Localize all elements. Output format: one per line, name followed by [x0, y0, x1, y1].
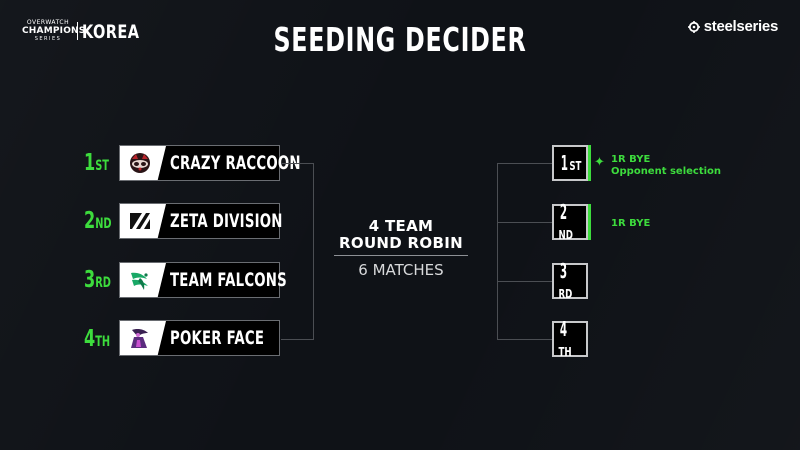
- seed-rank-2: 2ND: [84, 208, 112, 234]
- seed-rank-number: 1: [84, 150, 96, 176]
- placement-4-box: 4TH: [552, 317, 588, 359]
- sponsor-name: steelseries: [703, 18, 779, 35]
- seed-rank-suffix: ST: [95, 158, 109, 174]
- zeta-division-logo-icon: [130, 213, 150, 229]
- bracket-line: [497, 281, 552, 282]
- event-main-text: CHAMPIONS: [22, 26, 86, 36]
- seed-rank-number: 3: [84, 267, 96, 293]
- placement-suffix: ND: [558, 228, 573, 242]
- seed-rank-suffix: RD: [95, 275, 111, 291]
- event-region: KOREA: [82, 21, 140, 43]
- team-card-zeta-division: ZETA DIVISION: [119, 203, 283, 239]
- owcs-wordmark: OVERWATCH CHAMPIONS SERIES: [22, 19, 86, 42]
- reward-line-1: 1R BYE: [611, 154, 651, 165]
- bracket-line: [313, 163, 314, 340]
- crazy-raccoon-logo-icon: [130, 153, 150, 173]
- seed-rank-number: 4: [84, 326, 96, 352]
- team-logo-frame: [120, 146, 166, 180]
- logo-divider: [77, 22, 78, 40]
- team-logo-frame: [120, 263, 166, 297]
- placement-suffix: RD: [558, 287, 573, 301]
- seed-rank-3: 3RD: [84, 267, 111, 293]
- seed-rank-number: 2: [84, 208, 96, 234]
- poker-face-logo-icon: [131, 329, 148, 348]
- placement-2-reward: 1R BYE: [611, 218, 650, 230]
- team-card-team-falcons: TEAM FALCONS: [119, 262, 287, 298]
- placement-1-reward: 1R BYE Opponent selection: [611, 154, 721, 177]
- plus-icon: ✦: [594, 155, 605, 170]
- placement-number: 3: [559, 259, 568, 283]
- team-logo-frame: [120, 321, 166, 355]
- reward-line-1: 1R BYE: [611, 218, 651, 229]
- bracket-line: [497, 163, 498, 340]
- placement-1-accent: [588, 145, 591, 181]
- sponsor-logo: steelseries: [687, 18, 779, 35]
- team-name: POKER FACE: [170, 327, 265, 349]
- event-bottom-text: SERIES: [34, 36, 62, 42]
- placement-suffix: ST: [568, 159, 582, 173]
- page-title: SEEDING DECIDER: [273, 20, 527, 59]
- placement-2-accent: [588, 204, 591, 240]
- placement-number: 2: [559, 200, 568, 224]
- bracket-line: [497, 339, 552, 340]
- placement-suffix: TH: [558, 345, 572, 359]
- steelseries-icon: [687, 20, 700, 33]
- placement-3-box: 3RD: [552, 259, 588, 301]
- team-name: ZETA DIVISION: [170, 210, 283, 232]
- team-logo-frame: [120, 204, 166, 238]
- placement-number: 4: [559, 317, 568, 341]
- format-divider: [334, 255, 468, 256]
- bracket-line: [281, 163, 314, 164]
- team-name: CRAZY RACCOON: [170, 152, 301, 174]
- team-falcons-logo-icon: [131, 272, 148, 290]
- seed-rank-suffix: TH: [95, 334, 111, 350]
- seed-rank-suffix: ND: [95, 216, 112, 232]
- placement-2-box: 2ND: [552, 200, 588, 242]
- format-line-2: ROUND ROBIN: [339, 234, 463, 252]
- bracket-line: [497, 222, 552, 223]
- format-line-1: 4 TEAM: [368, 217, 434, 235]
- seed-rank-4: 4TH: [84, 326, 110, 352]
- team-name: TEAM FALCONS: [170, 269, 287, 291]
- placement-1-box: 1ST: [552, 145, 588, 181]
- seed-rank-1: 1ST: [84, 150, 109, 176]
- event-logo: OVERWATCH CHAMPIONS SERIES KOREA: [22, 19, 139, 44]
- placement-number: 1: [560, 151, 568, 175]
- team-card-crazy-raccoon: CRAZY RACCOON: [119, 145, 301, 181]
- bracket-line: [281, 339, 314, 340]
- event-top-text: OVERWATCH: [26, 19, 70, 26]
- bracket-line: [497, 163, 552, 164]
- reward-line-2: Opponent selection: [611, 165, 722, 177]
- team-card-poker-face: POKER FACE: [119, 320, 280, 356]
- format-matches: 6 MATCHES: [358, 261, 444, 279]
